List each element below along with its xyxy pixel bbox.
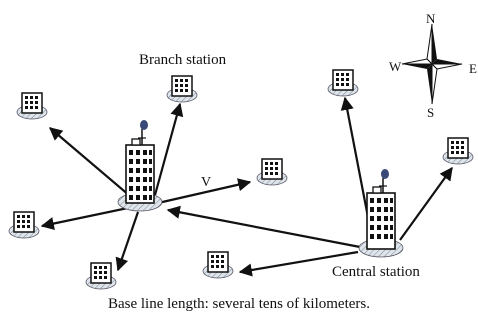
station-west [8,211,40,239]
compass-west-label: W [389,59,402,74]
branch-links [40,102,252,272]
caption: Base line length: several tens of kilome… [107,296,370,312]
central-station-label: Central station [332,264,420,280]
dish-icon [140,120,148,130]
central-station-hub [358,169,404,258]
small-building-icon [21,92,43,114]
station-branch-east [256,158,288,186]
link-branch-to-n [153,102,184,196]
link-central-to-branch [166,205,361,249]
link-branch-to-nw [48,127,131,197]
small-building-icon [332,69,354,91]
link-branch-to-w [40,206,129,231]
station-central-north [327,69,359,97]
station-nw [16,92,48,120]
tall-building-with-antenna-icon [125,120,155,204]
compass-south-label: S [427,105,435,120]
station-central-southwest [202,251,234,279]
compass-east-label: E [469,61,477,76]
station-branch-north [166,75,198,103]
link-branch-to-e [157,178,252,205]
tall-building-with-antenna-icon [366,169,396,250]
link-central-to-sw [238,250,359,277]
vector-label: V [201,175,212,190]
small-building-icon [171,75,193,97]
small-building-icon [90,262,112,284]
link-branch-to-s [115,211,140,272]
compass-north-label: N [426,11,436,26]
link-central-to-ne [399,166,453,241]
branch-station-hub [117,120,163,212]
dish-icon [381,169,389,179]
branch-station-label: Branch station [139,52,227,68]
station-south [85,262,117,290]
compass-rose-icon [401,23,463,105]
small-building-icon [13,211,35,233]
small-building-icon [447,137,469,159]
station-central-northeast [442,137,474,165]
small-building-icon [261,158,283,180]
small-building-icon [207,251,229,273]
